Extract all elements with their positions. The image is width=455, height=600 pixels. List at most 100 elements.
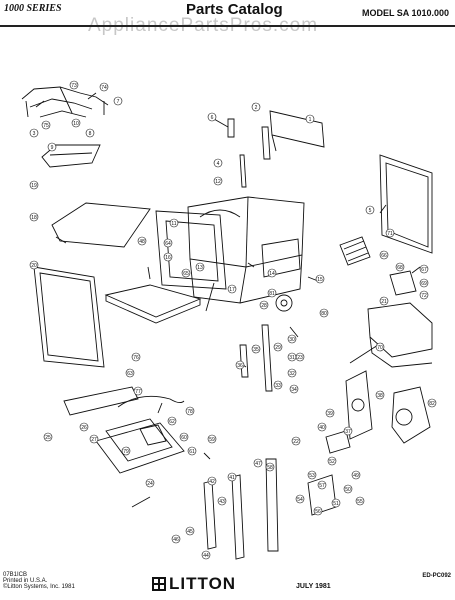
callout-58: 58 (265, 462, 275, 472)
callout-46: 46 (171, 534, 181, 544)
callout-text: 17 (229, 287, 235, 293)
callout-text: 28 (261, 303, 267, 309)
callout-text: 16 (165, 255, 171, 261)
callout-text: 3 (33, 131, 36, 137)
callout-27: 27 (89, 434, 99, 444)
callout-text: 52 (329, 459, 335, 465)
callout-15: 15 (315, 274, 325, 284)
callout-text: 11 (171, 221, 176, 227)
callout-78: 78 (185, 406, 195, 416)
callout-68: 68 (395, 262, 405, 272)
callout-33: 33 (273, 380, 283, 390)
callout-13: 13 (195, 262, 205, 272)
callout-60: 60 (179, 432, 189, 442)
callout-26: 26 (79, 422, 89, 432)
callout-text: 65 (183, 271, 189, 277)
callout-text: 14 (269, 271, 275, 277)
callout-text: 64 (165, 241, 171, 247)
callout-14: 14 (267, 268, 277, 278)
callout-6: 6 (207, 112, 217, 122)
callout-49: 49 (351, 470, 361, 480)
callout-2: 2 (251, 102, 261, 112)
callout-text: 6 (211, 115, 214, 121)
callout-text: 39 (327, 411, 333, 417)
callout-73: 73 (69, 80, 79, 90)
callout-5: 5 (365, 205, 375, 215)
callout-18: 18 (29, 212, 39, 222)
callout-text: 36 (237, 363, 243, 369)
callout-text: 19 (31, 183, 37, 189)
callout-82: 82 (427, 398, 437, 408)
callout-text: 40 (319, 425, 325, 431)
callout-text: 66 (381, 253, 387, 259)
callout-37: 37 (343, 426, 353, 436)
callout-text: 73 (71, 83, 77, 89)
callout-35: 35 (251, 344, 261, 354)
callout-text: 71 (387, 231, 393, 237)
callout-39: 39 (325, 408, 335, 418)
callout-text: 62 (169, 419, 175, 425)
callout-50: 50 (343, 484, 353, 494)
callout-36: 36 (235, 360, 245, 370)
callout-text: 43 (219, 499, 225, 505)
print-code-line: Printed in U.S.A. (3, 578, 48, 584)
callout-text: 38 (377, 393, 383, 399)
callout-45: 45 (185, 526, 195, 536)
callout-71: 71 (385, 228, 395, 238)
edition-code: ED-PC092 (422, 573, 451, 579)
callout-44: 44 (201, 550, 211, 560)
callout-19: 19 (29, 180, 39, 190)
callout-70: 70 (375, 342, 385, 352)
callout-41: 41 (227, 472, 237, 482)
callout-1: 1 (305, 114, 315, 124)
callout-text: 70 (377, 345, 383, 351)
callout-12: 12 (213, 176, 223, 186)
brand-name: LITTON (169, 574, 237, 593)
callout-text: 22 (293, 439, 299, 445)
callout-66: 66 (379, 250, 389, 260)
callout-61: 61 (187, 446, 197, 456)
callout-text: 20 (31, 263, 37, 269)
callout-79: 79 (121, 446, 131, 456)
callout-text: 12 (215, 179, 221, 185)
callout-text: 24 (147, 481, 153, 487)
callout-22: 22 (291, 436, 301, 446)
callout-55: 55 (355, 496, 365, 506)
callout-47: 47 (253, 458, 263, 468)
series-label: 1000 SERIES (4, 3, 62, 14)
callout-text: 18 (31, 215, 37, 221)
callout-text: 35 (253, 347, 259, 353)
callout-21: 21 (379, 296, 389, 306)
callout-text: 72 (421, 293, 427, 299)
callout-text: 67 (421, 267, 427, 273)
callout-text: 47 (255, 461, 261, 467)
callout-text: 33 (275, 383, 281, 389)
callout-69: 69 (419, 278, 429, 288)
print-code-line: 07B1ICB (3, 572, 28, 578)
callout-text: 45 (187, 529, 193, 535)
callout-text: 76 (133, 355, 139, 361)
catalog-header: 1000 SERIES Parts Catalog MODEL SA 1010.… (0, 0, 455, 36)
callout-52: 52 (327, 456, 337, 466)
callout-text: 5 (369, 208, 372, 214)
callout-text: 57 (319, 483, 325, 489)
print-code: 07B1ICB Printed in U.S.A. ©Litton System… (3, 572, 75, 590)
catalog-footer: 07B1ICB Printed in U.S.A. ©Litton System… (0, 570, 455, 600)
header-rule (0, 25, 455, 27)
callout-text: 21 (381, 299, 387, 305)
callout-32: 32 (287, 368, 297, 378)
callout-16: 16 (163, 252, 173, 262)
callout-text: 77 (135, 389, 141, 395)
diagram-drawing (21, 86, 433, 560)
callout-24: 24 (145, 478, 155, 488)
callout-23: 23 (295, 352, 305, 362)
callout-40: 40 (317, 422, 327, 432)
litton-logo-icon (152, 577, 166, 591)
callout-text: 8 (89, 131, 92, 137)
callout-9: 9 (47, 142, 57, 152)
callout-text: 4 (217, 161, 220, 167)
callout-text: 10 (73, 121, 79, 127)
callout-text: 9 (51, 145, 54, 151)
callout-11: 11 (169, 218, 179, 228)
callout-67: 67 (419, 264, 429, 274)
